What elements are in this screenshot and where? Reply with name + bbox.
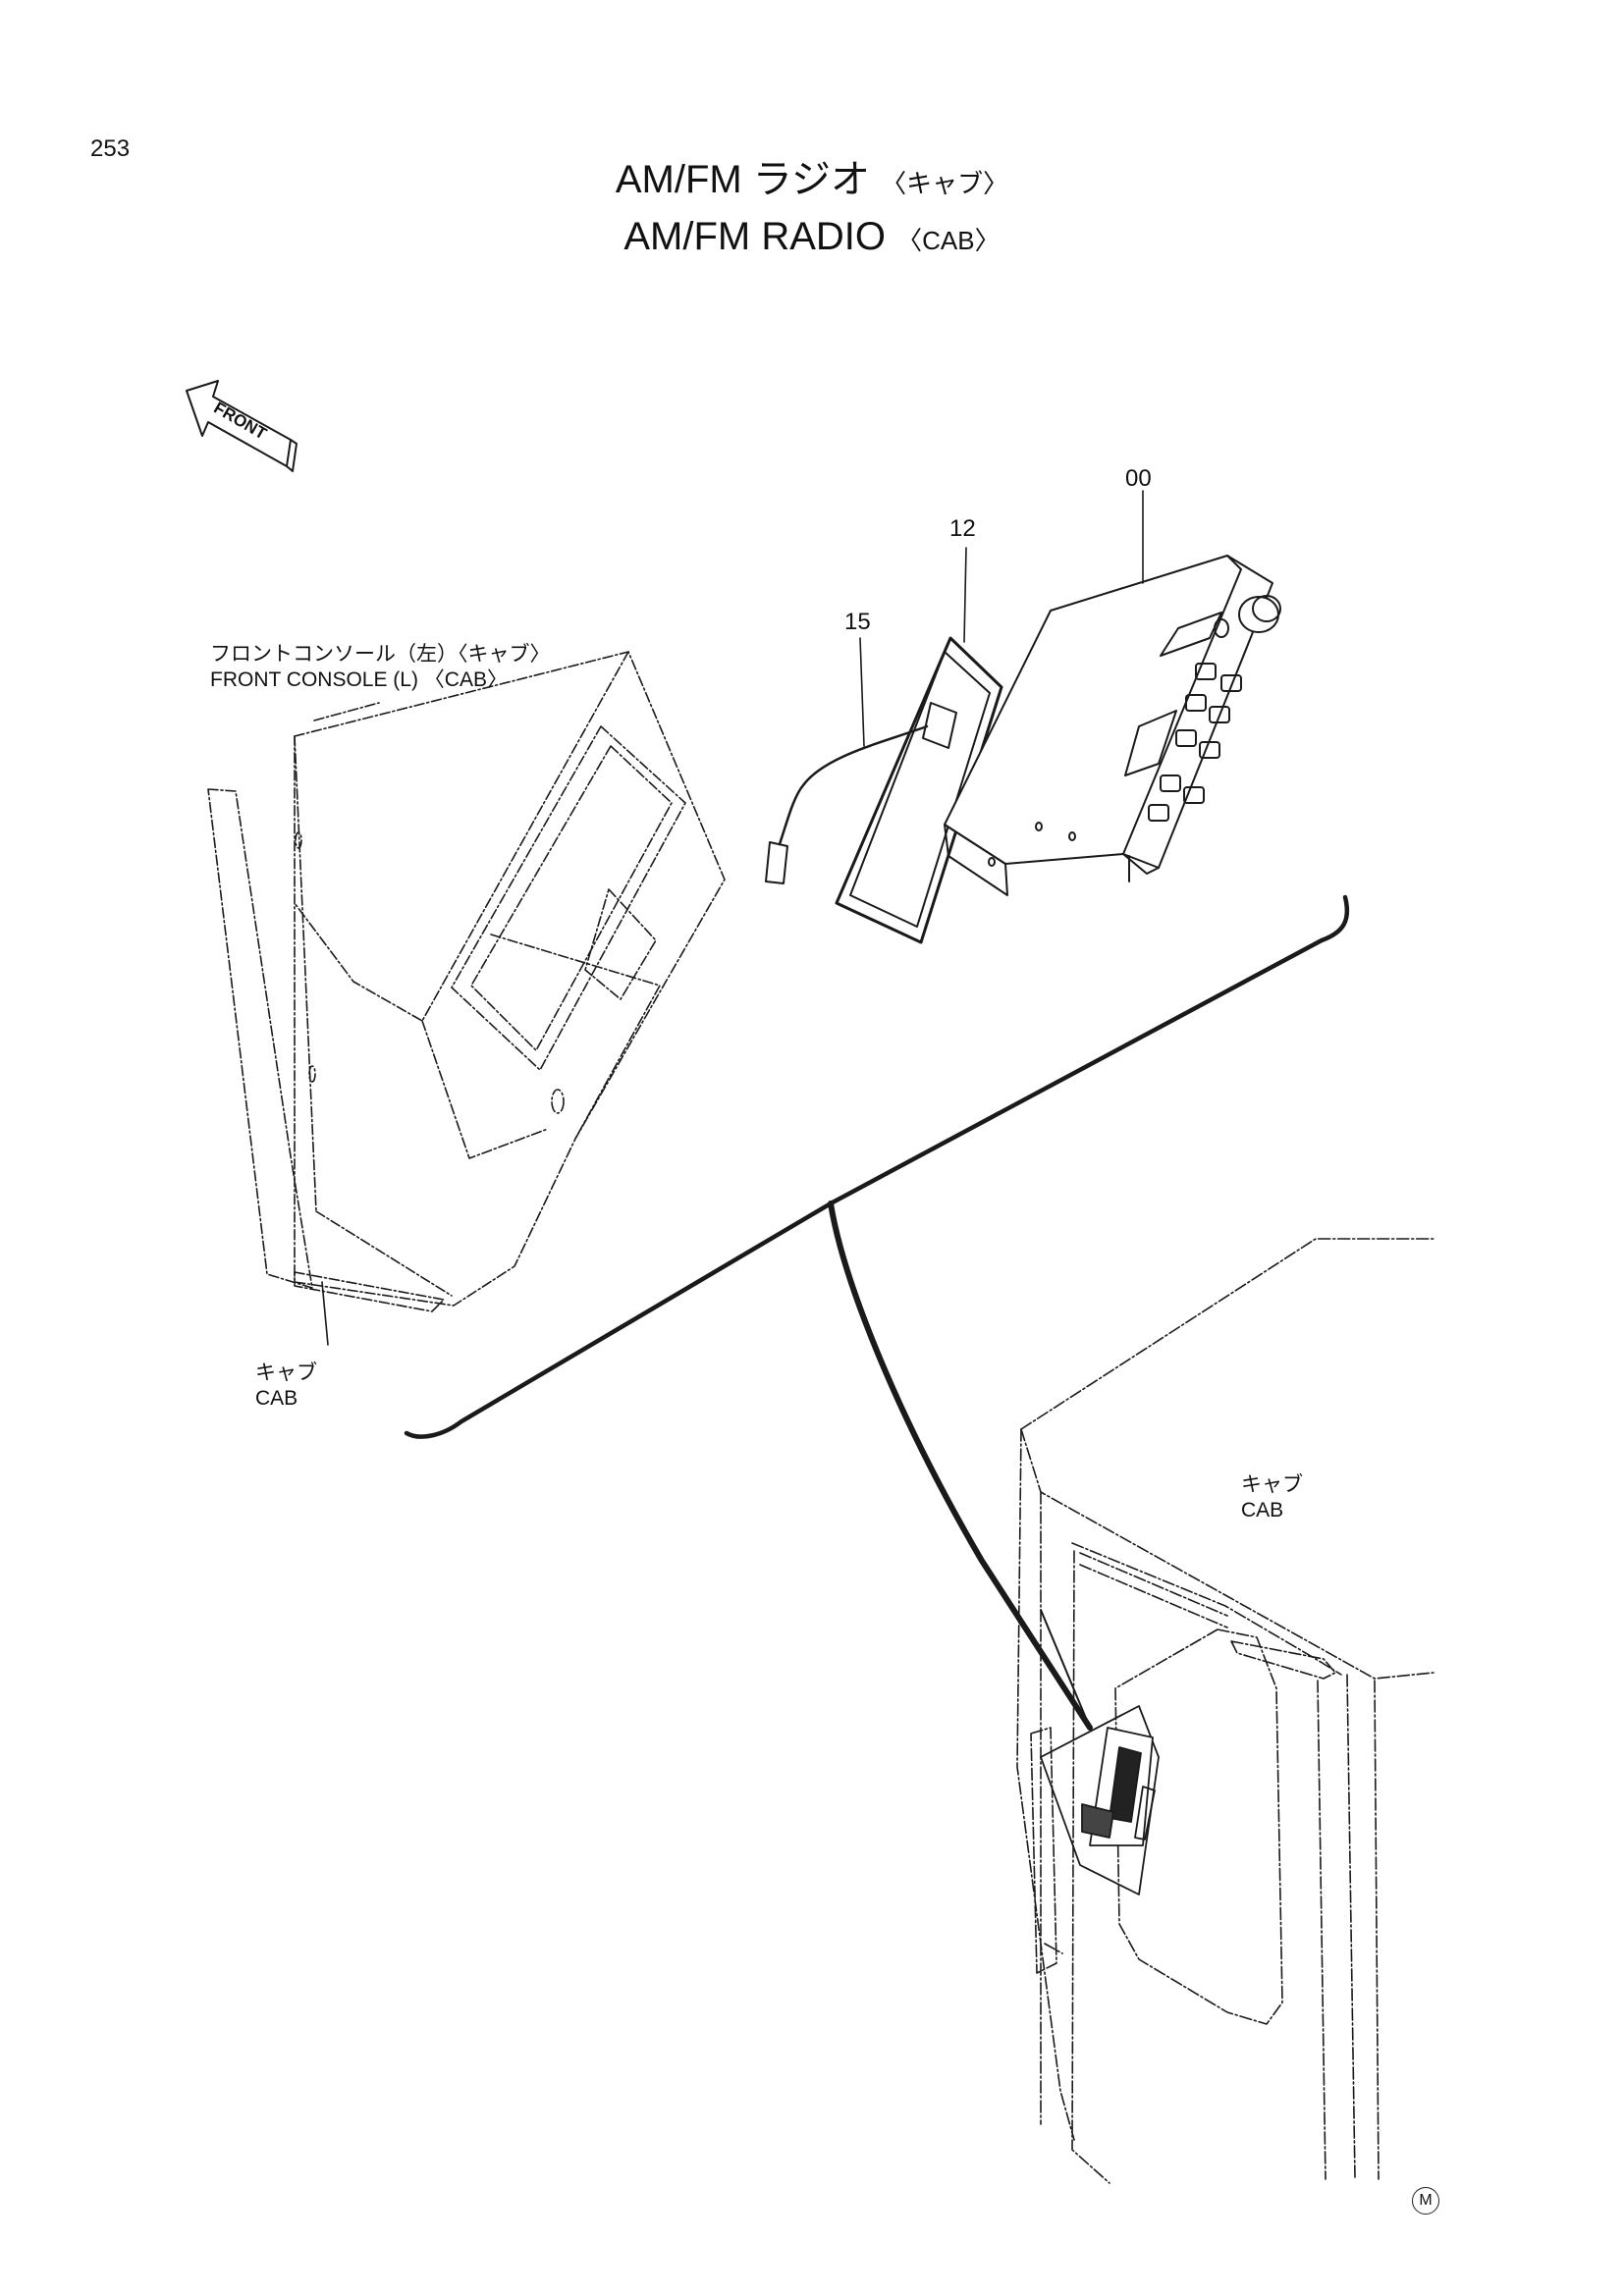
circled-m-mark: M	[1412, 2187, 1439, 2215]
part-label-00: 00	[1125, 465, 1152, 492]
cab-label-left-en: CAB	[255, 1387, 298, 1411]
cab-label-right-jp: キャブ	[1241, 1473, 1303, 1496]
cab-callout-left: キャブ CAB	[255, 1361, 317, 1413]
front-console-label-en: FRONT CONSOLE (L) 〈CAB〉	[210, 668, 508, 692]
cab-left-leader-line	[321, 1281, 329, 1346]
front-console-label-jp: フロントコンソール（左）〈キャブ〉	[210, 643, 551, 666]
title-jp-main: AM/FM ラジオ	[615, 158, 871, 201]
title-jp-sub: 〈キャブ〉	[881, 169, 1009, 198]
detail-connector-line	[828, 1201, 1093, 1731]
console-leader-line	[313, 702, 380, 721]
radio-part-00	[944, 555, 1281, 896]
page-number: 253	[90, 135, 131, 162]
cab-callout-right: キャブ CAB	[1241, 1472, 1303, 1524]
cab-label-right-en: CAB	[1241, 1499, 1284, 1522]
radio-buttons	[1148, 663, 1242, 822]
title-en-main: AM/FM RADIO	[623, 215, 887, 258]
harness-part-15	[765, 702, 957, 884]
front-console	[207, 651, 726, 1312]
leader-12	[963, 547, 967, 643]
title-en-sub: 〈CAB〉	[896, 226, 1001, 255]
cab-label-left-jp: キャブ	[255, 1362, 317, 1384]
title-english: AM/FM RADIO 〈CAB〉	[0, 214, 1624, 259]
gasket-part-12	[835, 636, 1003, 944]
front-arrow-icon: FRONT	[186, 380, 298, 472]
part-label-15: 15	[844, 609, 871, 635]
leader-15	[859, 637, 865, 747]
part-label-12: 12	[949, 515, 976, 542]
front-console-callout: フロントコンソール（左）〈キャブ〉 FRONT CONSOLE (L) 〈CAB…	[210, 642, 551, 694]
radio-volume-knob-icon	[1238, 595, 1281, 633]
title-japanese: AM/FM ラジオ 〈キャブ〉	[0, 157, 1624, 202]
cab-mounted-radio	[1040, 1705, 1160, 1896]
